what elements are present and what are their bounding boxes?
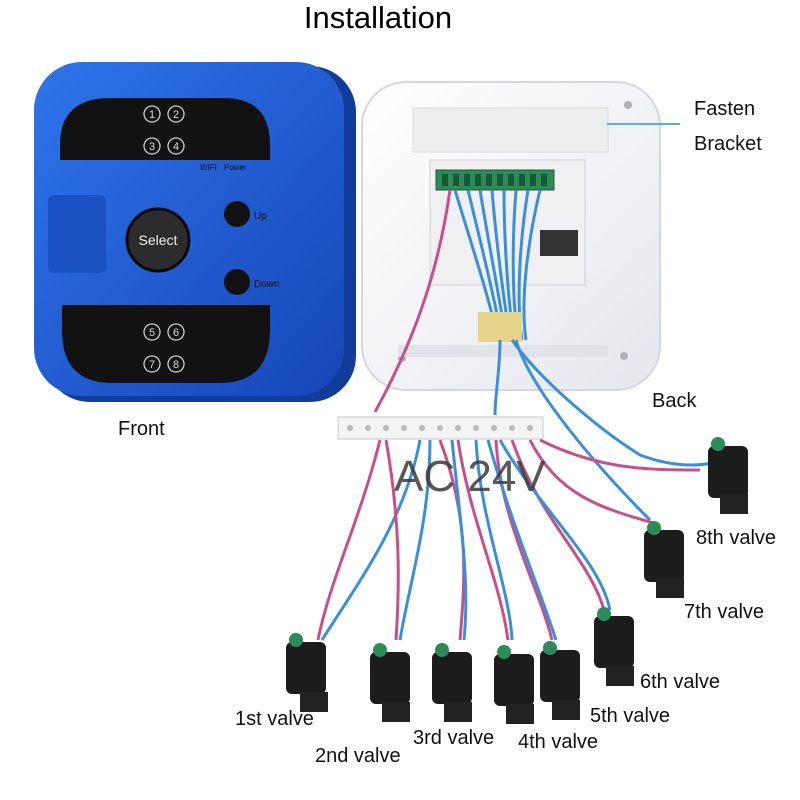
controller-front	[34, 62, 356, 402]
zone-5-label: 5	[149, 327, 155, 339]
front-label: Front	[118, 418, 165, 440]
valve-7	[644, 521, 684, 598]
zone-8-label: 8	[173, 359, 179, 371]
zone-1-label: 1	[149, 109, 155, 121]
up-label: Up	[254, 211, 267, 222]
valve-8-label: 8th valve	[696, 527, 777, 549]
controller-back	[361, 81, 680, 391]
valve-1	[286, 633, 328, 712]
valve-7-label: 7th valve	[684, 601, 765, 623]
zone-7-label: 7	[149, 359, 155, 371]
speaker-grille	[48, 195, 106, 273]
valve-wires	[316, 438, 701, 641]
valve-1-label: 1st valve	[235, 708, 314, 730]
top-zone-panel	[60, 98, 270, 160]
zone-2-label: 2	[173, 109, 179, 121]
up-button	[224, 201, 250, 227]
valve-4	[494, 645, 534, 724]
down-label: Down	[254, 279, 280, 290]
back-label: Back	[652, 390, 697, 412]
zone-6-label: 6	[173, 327, 179, 339]
fasten-bracket-label-line2: Bracket	[694, 133, 762, 155]
zone-4-label: 4	[173, 141, 179, 153]
valve-5-label: 5th valve	[590, 705, 671, 727]
valve-2	[370, 643, 410, 722]
select-label: Select	[139, 232, 178, 248]
page-title: Installation	[303, 0, 453, 35]
valve-6-label: 6th valve	[640, 671, 721, 693]
valve-8	[708, 437, 748, 514]
wire-harness	[373, 189, 721, 522]
valve-4-label: 4th valve	[518, 731, 599, 753]
power-indicator-label: Power	[224, 163, 247, 172]
select-button	[125, 207, 191, 273]
connector-strip	[337, 416, 544, 440]
power-label: AC 24V	[394, 452, 546, 501]
valve-2-label: 2nd valve	[315, 745, 401, 767]
valve-3	[432, 643, 472, 722]
wifi-indicator-label: WIFI	[200, 163, 217, 172]
zone-3-label: 3	[149, 141, 155, 153]
battery-clip	[540, 230, 578, 256]
fasten-bracket-label-line1: Fasten	[694, 98, 756, 120]
down-button	[224, 269, 250, 295]
valve-5	[540, 641, 580, 720]
valve-3-label: 3rd valve	[413, 727, 495, 749]
valve-6	[594, 607, 634, 686]
bottom-zone-panel	[62, 305, 270, 383]
